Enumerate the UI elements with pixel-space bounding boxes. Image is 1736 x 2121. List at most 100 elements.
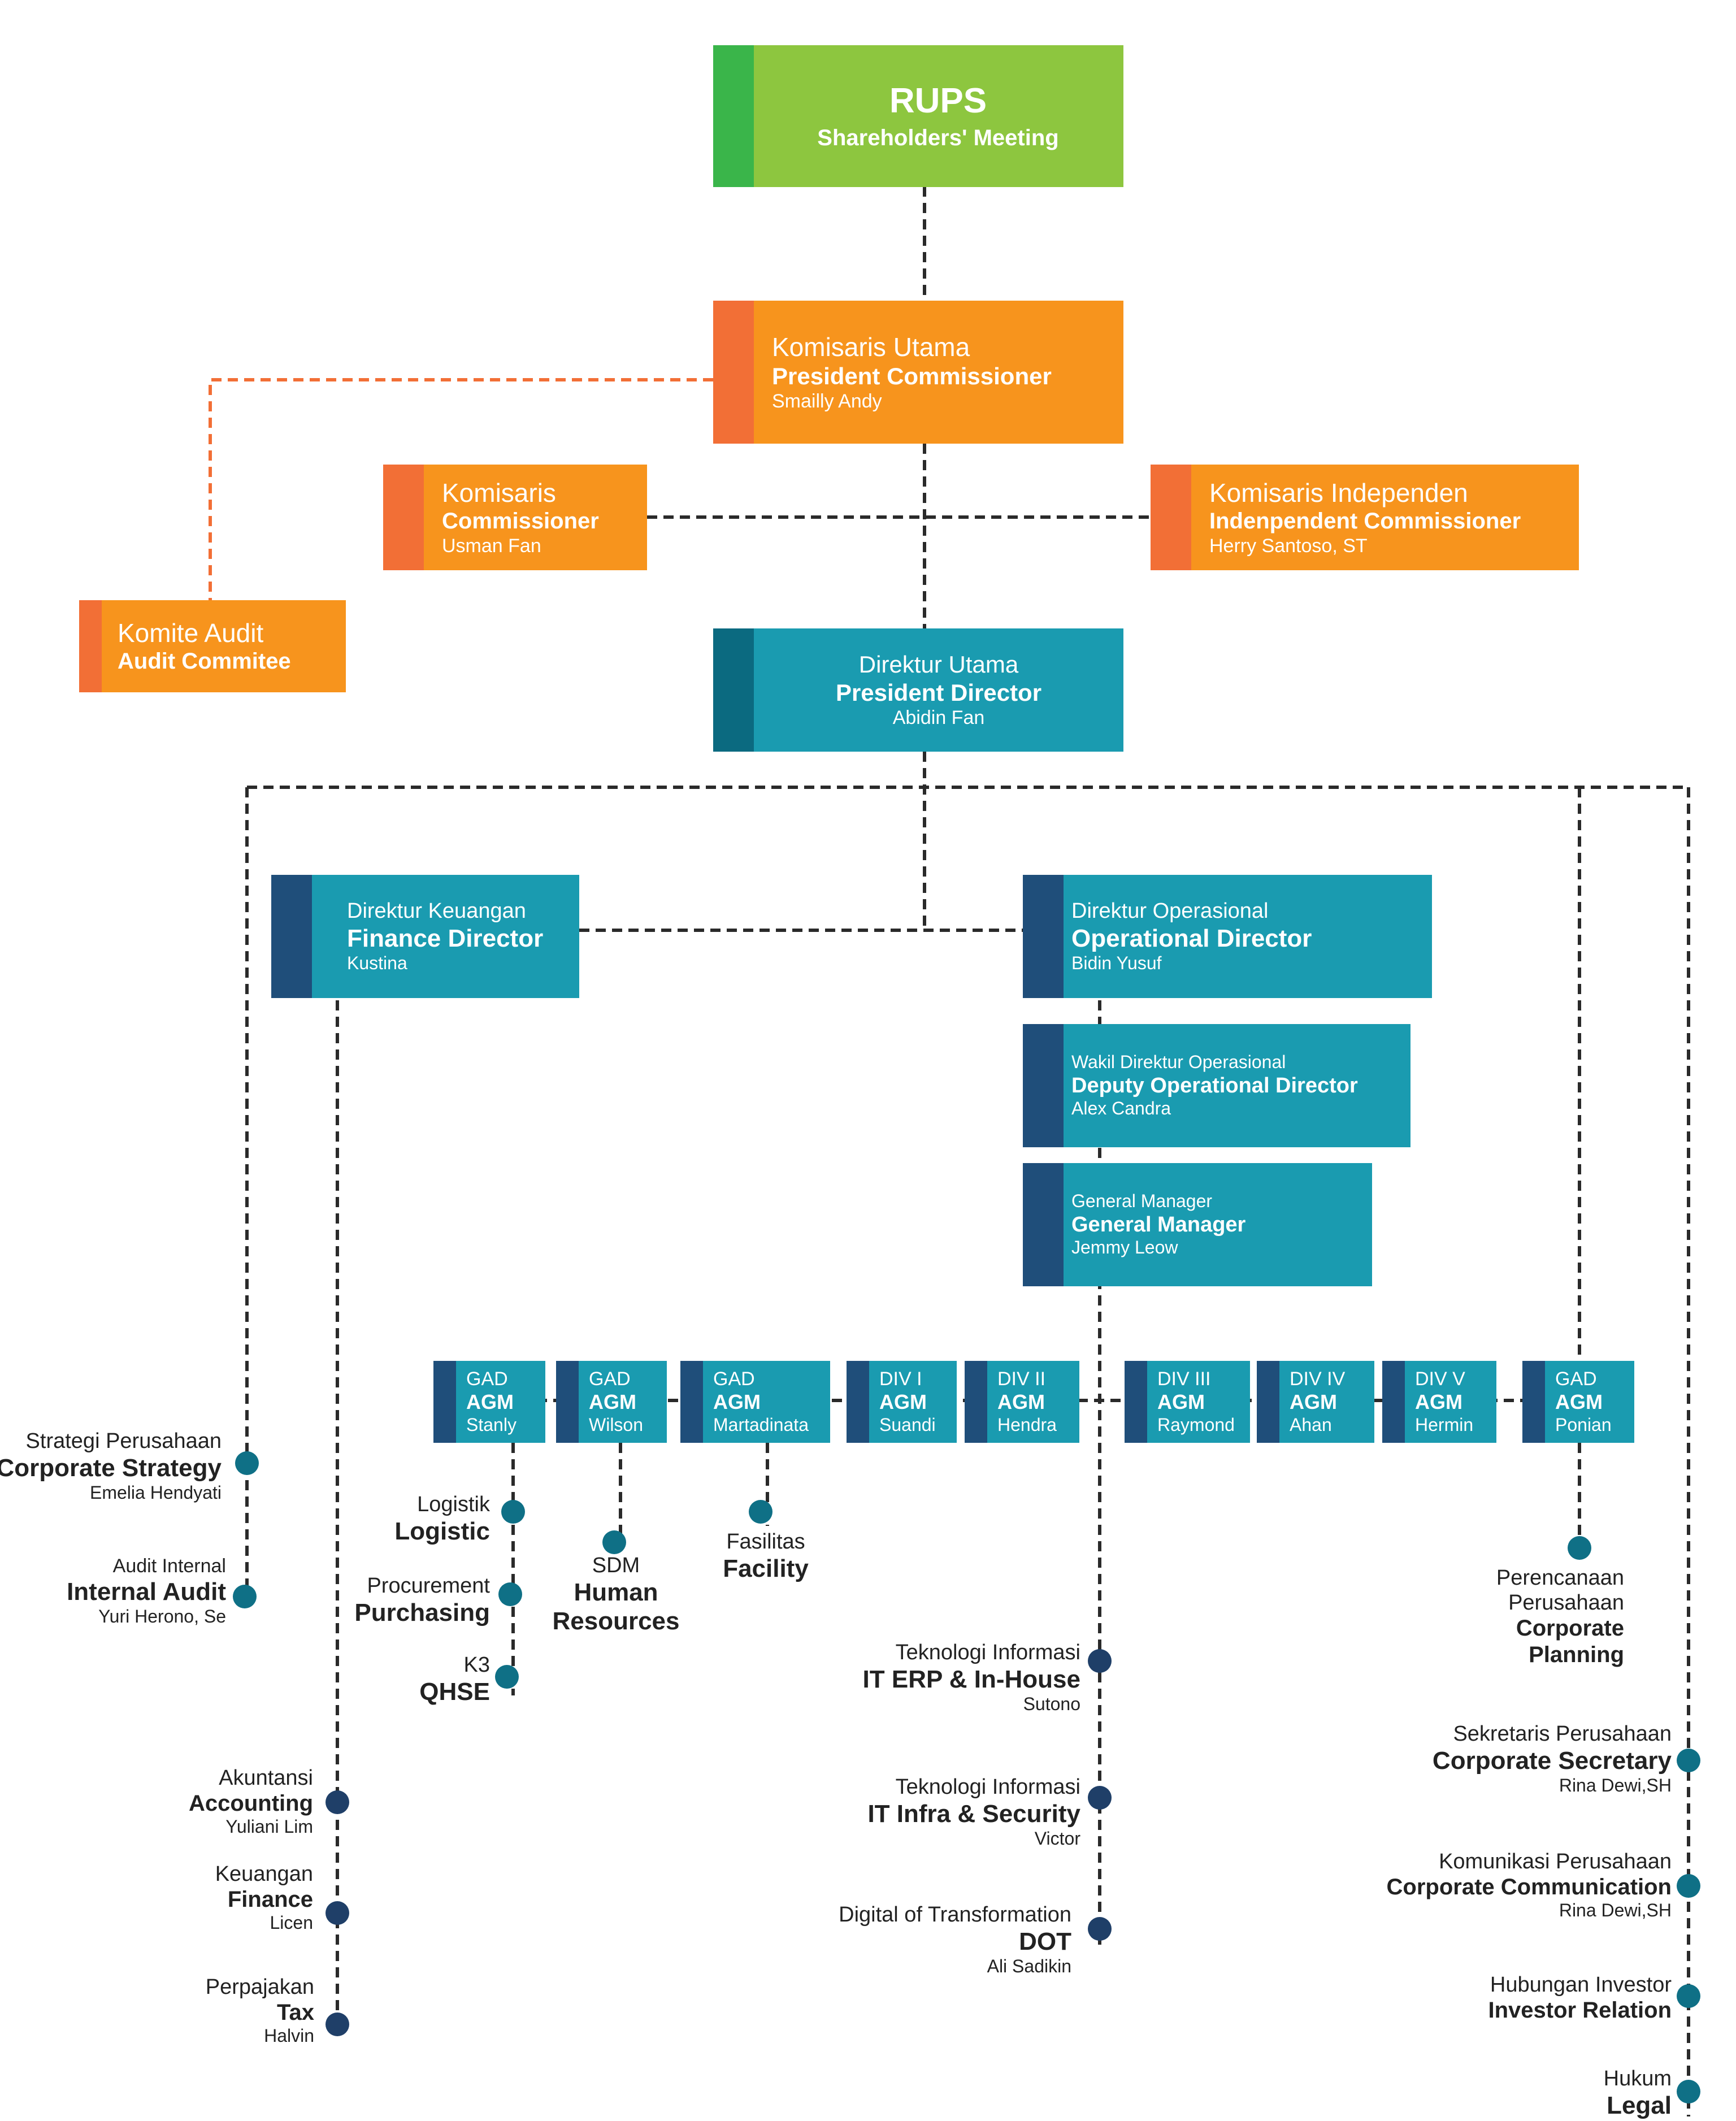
it-erp-label: Teknologi Informasi IT ERP & In-House Su…	[862, 1641, 1080, 1715]
communication-dot	[1677, 1874, 1700, 1898]
agm-box: DIV I AGM Suandi	[847, 1361, 957, 1443]
it-infra-label: Teknologi Informasi IT Infra & Security …	[867, 1775, 1080, 1849]
agm-div: DIV II	[997, 1368, 1046, 1390]
od-name: Bidin Yusuf	[1071, 953, 1162, 974]
pd-name: Abidin Fan	[892, 707, 985, 729]
pd-role-id: Direktur Utama	[858, 651, 1019, 678]
accounting-dot	[326, 1790, 349, 1814]
agm-div: GAD	[713, 1368, 755, 1390]
logistic-label: Logistik Logistic	[394, 1493, 490, 1546]
dod-role-en: Deputy Operational Director	[1071, 1073, 1358, 1098]
od-role-id: Direktur Operasional	[1071, 899, 1269, 923]
agm-name: Ponian	[1555, 1414, 1612, 1435]
purchasing-label: Procurement Purchasing	[354, 1574, 490, 1627]
qhse-dot	[495, 1665, 519, 1689]
investor-dot	[1677, 1984, 1700, 2008]
it-infra-dot	[1088, 1786, 1112, 1810]
agm-div: GAD	[589, 1368, 631, 1390]
ic-name: Herry Santoso, ST	[1209, 535, 1368, 557]
rups-subtitle: Shareholders' Meeting	[817, 125, 1059, 151]
internal-audit-label: Audit Internal Internal Audit Yuri Heron…	[67, 1555, 226, 1627]
agm-role: AGM	[1415, 1390, 1462, 1414]
tax-dot	[326, 2012, 349, 2036]
audit-committee-role-en: Audit Commitee	[118, 649, 291, 674]
agm-role: AGM	[1290, 1390, 1337, 1414]
agm-box: GAD AGM Wilson	[556, 1361, 667, 1443]
agm-role: AGM	[466, 1390, 514, 1414]
agm-name: Stanly	[466, 1414, 517, 1435]
dod-name: Alex Candra	[1071, 1098, 1171, 1119]
ic-role-id: Komisaris Independen	[1209, 478, 1468, 508]
independent-commissioner-box: Komisaris Independen Indenpendent Commis…	[1151, 465, 1579, 570]
rups-title: RUPS	[889, 81, 987, 121]
general-manager-box: General Manager General Manager Jemmy Le…	[1023, 1163, 1372, 1286]
tax-label: Perpajakan Tax Halvin	[205, 1975, 314, 2046]
qhse-label: K3 QHSE	[419, 1653, 490, 1706]
agm-div: GAD	[1555, 1368, 1597, 1390]
agm-box: GAD AGM Stanly	[433, 1361, 545, 1443]
strategy-label: Strategi Perusahaan Corporate Strategy E…	[0, 1429, 222, 1503]
agm-role: AGM	[589, 1390, 636, 1414]
secretary-label: Sekretaris Perusahaan Corporate Secretar…	[1432, 1722, 1672, 1796]
pd-role-en: President Director	[835, 679, 1042, 706]
internal-audit-dot	[233, 1585, 257, 1608]
rups-box: RUPS Shareholders' Meeting	[713, 45, 1123, 187]
agm-role: AGM	[1157, 1390, 1205, 1414]
finance-director-box: Direktur Keuangan Finance Director Kusti…	[271, 875, 579, 998]
hr-label: SDM Human Resources	[552, 1554, 680, 1636]
agm-name: Suandi	[879, 1414, 936, 1435]
audit-committee-box: Komite Audit Audit Commitee	[79, 600, 346, 692]
dot-label: Digital of Transformation DOT Ali Sadiki…	[839, 1903, 1071, 1977]
agm-div: DIV I	[879, 1368, 922, 1390]
agm-role: AGM	[713, 1390, 761, 1414]
dot-dot	[1088, 1917, 1112, 1941]
planning-label: Perencanaan Perusahaan Corporate Plannin…	[1496, 1566, 1624, 1667]
od-role-en: Operational Director	[1071, 924, 1312, 952]
gm-role-en: General Manager	[1071, 1212, 1246, 1237]
agm-div: GAD	[466, 1368, 508, 1390]
agm-box: GAD AGM Martadinata	[680, 1361, 830, 1443]
fd-role-en: Finance Director	[347, 924, 544, 952]
agm-role: AGM	[1555, 1390, 1603, 1414]
logistic-dot	[501, 1500, 525, 1524]
president-director-box: Direktur Utama President Director Abidin…	[713, 628, 1123, 752]
gm-name: Jemmy Leow	[1071, 1237, 1178, 1258]
agm-div: DIV IV	[1290, 1368, 1346, 1390]
pc-role-id: Komisaris Utama	[772, 332, 970, 362]
ic-role-en: Indenpendent Commissioner	[1209, 508, 1521, 533]
agm-box: GAD AGM Ponian	[1522, 1361, 1634, 1443]
legal-label: Hukum Legal	[1603, 2067, 1672, 2120]
agm-name: Ahan	[1290, 1414, 1332, 1435]
hr-dot	[602, 1530, 626, 1554]
fd-role-id: Direktur Keuangan	[347, 899, 526, 923]
agm-box: DIV IV AGM Ahan	[1257, 1361, 1374, 1443]
facility-label: Fasilitas Facility	[723, 1530, 809, 1583]
pc-role-en: President Commissioner	[772, 362, 1052, 389]
agm-name: Raymond	[1157, 1414, 1235, 1435]
agm-box: DIV II AGM Hendra	[965, 1361, 1079, 1443]
accounting-label: Akuntansi Accounting Yuliani Lim	[189, 1766, 313, 1837]
legal-dot	[1677, 2080, 1700, 2103]
facility-dot	[749, 1500, 772, 1524]
planning-dot	[1568, 1536, 1591, 1560]
it-erp-dot	[1088, 1649, 1112, 1673]
agm-name: Martadinata	[713, 1414, 809, 1435]
agm-role: AGM	[879, 1390, 927, 1414]
purchasing-dot	[498, 1582, 522, 1606]
pc-name: Smailly Andy	[772, 391, 882, 413]
agm-name: Wilson	[589, 1414, 644, 1435]
operational-director-box: Direktur Operasional Operational Directo…	[1023, 875, 1432, 998]
agm-role: AGM	[997, 1390, 1045, 1414]
agm-box: DIV III AGM Raymond	[1125, 1361, 1250, 1443]
finance-label: Keuangan Finance Licen	[215, 1862, 313, 1933]
deputy-operational-director-box: Wakil Direktur Operasional Deputy Operat…	[1023, 1024, 1410, 1147]
investor-label: Hubungan Investor Investor Relation	[1488, 1973, 1672, 2023]
agm-box: DIV V AGM Hermin	[1382, 1361, 1496, 1443]
commissioner-box: Komisaris Commissioner Usman Fan	[383, 465, 647, 570]
agm-name: Hermin	[1415, 1414, 1474, 1435]
agm-div: DIV III	[1157, 1368, 1211, 1390]
finance-dot	[326, 1901, 349, 1925]
commissioner-role-id: Komisaris	[442, 478, 556, 508]
strategy-dot	[235, 1451, 259, 1475]
agm-div: DIV V	[1415, 1368, 1465, 1390]
